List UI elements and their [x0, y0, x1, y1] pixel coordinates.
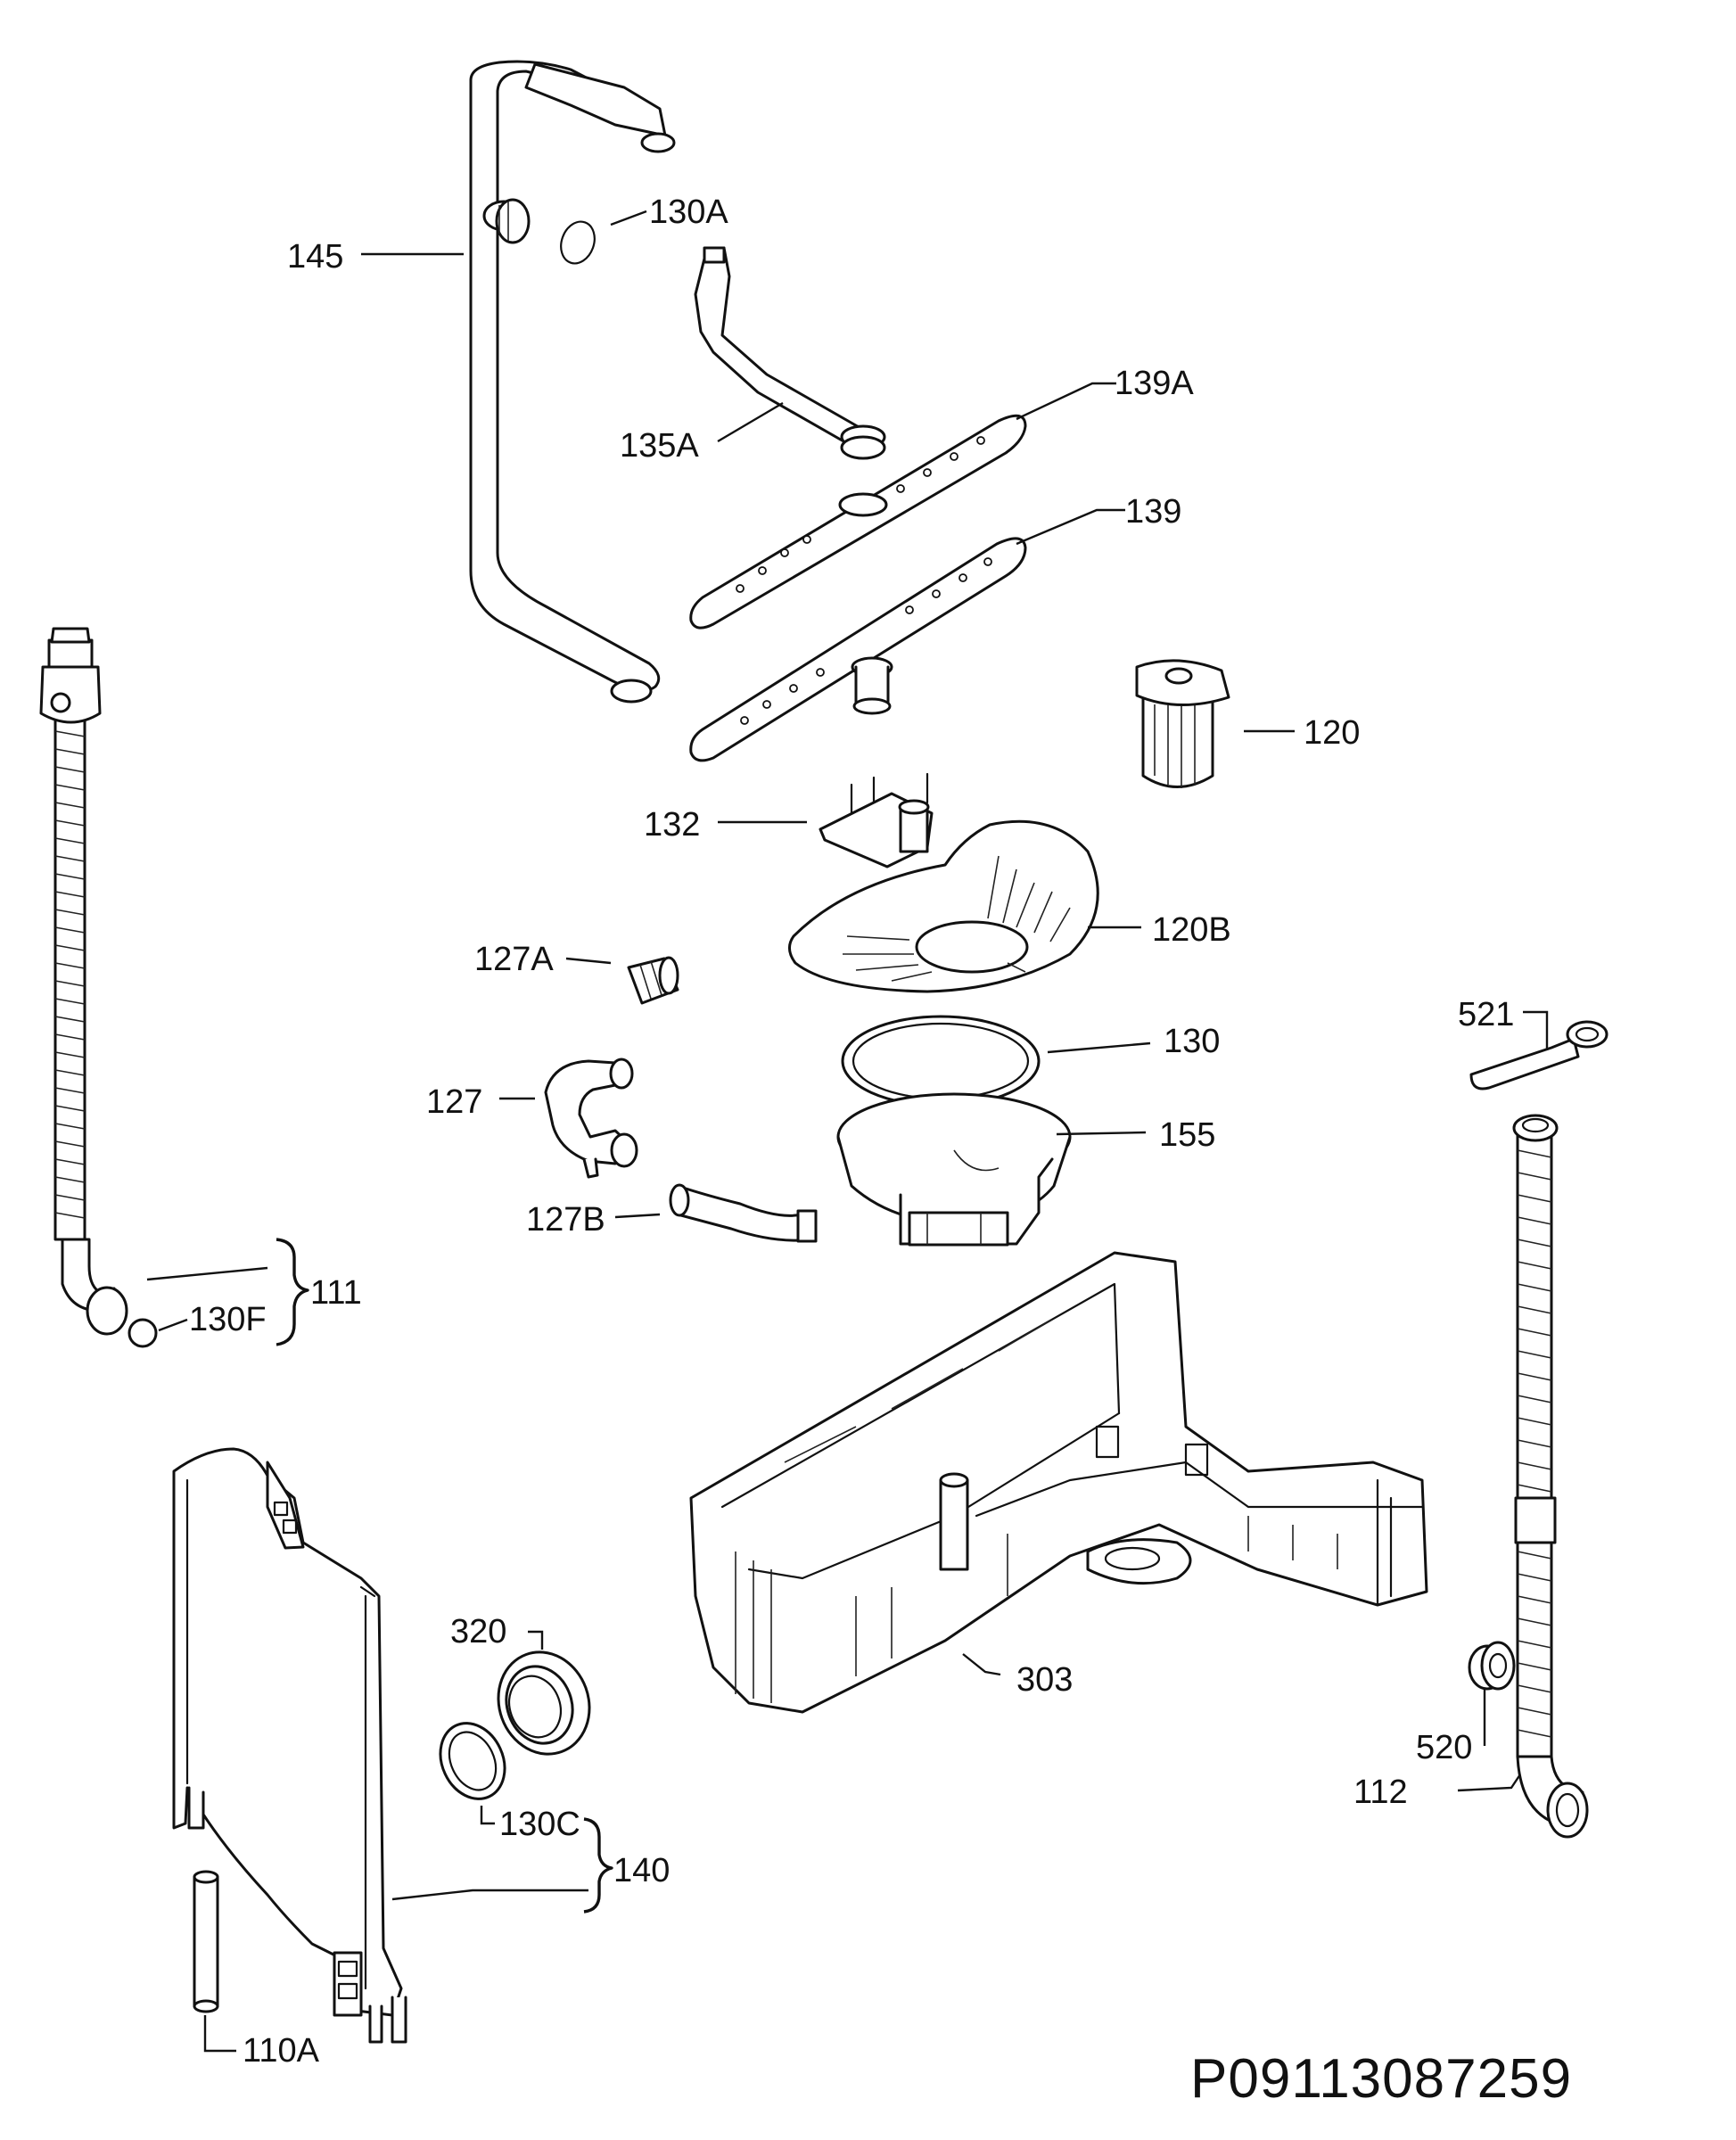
brace-140: [583, 1817, 613, 1914]
part-120-filter: [1135, 659, 1230, 788]
label-521: 521: [1458, 996, 1514, 1033]
label-320: 320: [450, 1613, 506, 1650]
leader-130a: [610, 210, 647, 226]
label-130c: 130C: [499, 1806, 580, 1843]
part-127-elbow-fitting: [544, 1058, 638, 1179]
label-127a: 127A: [474, 941, 554, 978]
part-110a-pin: [193, 1870, 219, 2013]
leader-127a: [565, 957, 612, 965]
part-135a-arm-bracket: [694, 246, 886, 460]
label-139a: 139A: [1115, 365, 1194, 402]
leader-111a: [146, 1266, 268, 1281]
part-132-sensor-bracket: [819, 772, 934, 868]
label-111: 111: [310, 1274, 362, 1312]
part-145-spray-tube: [469, 60, 676, 704]
leader-155: [1056, 1131, 1147, 1136]
label-120b: 120B: [1152, 911, 1231, 949]
part-139a-upper-spray-arm: [689, 414, 1027, 630]
leader-139a: [1016, 382, 1116, 421]
part-320-seal-ring: [497, 1650, 591, 1756]
leader-lines: [146, 210, 1549, 2053]
leader-320: [528, 1630, 544, 1650]
brace-111: [276, 1238, 309, 1346]
leader-140: [391, 1889, 588, 1901]
leader-139: [1016, 508, 1125, 546]
part-130-ring-gasket: [841, 1015, 1041, 1107]
leader-127b: [614, 1213, 661, 1219]
part-139-lower-spray-arm: [689, 537, 1027, 762]
label-303: 303: [1016, 1661, 1073, 1699]
part-521-clip: [1469, 1020, 1608, 1091]
part-112-drain-hose: [1512, 1114, 1589, 1839]
leader-130c: [480, 1806, 495, 1825]
leader-303: [962, 1653, 1001, 1676]
leader-130f: [158, 1318, 188, 1332]
label-130: 130: [1164, 1023, 1220, 1060]
label-132: 132: [644, 806, 700, 844]
drawing-code: P09113087259: [1190, 2048, 1572, 2110]
leader-135a: [717, 401, 784, 443]
label-135a: 135A: [620, 427, 699, 465]
part-520-hose-fitting: [1468, 1641, 1516, 1691]
label-139: 139: [1125, 493, 1181, 531]
leader-521: [1523, 1010, 1549, 1050]
part-140-side-housing: [172, 1447, 407, 2044]
label-110a: 110A: [243, 2032, 320, 2070]
part-111-inlet-hose: [39, 627, 158, 1348]
part-155-sump: [836, 1092, 1072, 1247]
part-130c-gasket-ring: [439, 1722, 506, 1800]
label-130a: 130A: [649, 193, 728, 231]
part-labels: 145 130A 135A 139A 139 120 132 120B 127A…: [189, 193, 1514, 2070]
label-520: 520: [1416, 1729, 1472, 1766]
part-127b-hose: [669, 1183, 818, 1243]
leader-110a: [203, 2015, 236, 2053]
leader-112: [1457, 1774, 1521, 1792]
part-127a-connector: [627, 956, 679, 1005]
label-155: 155: [1159, 1116, 1215, 1154]
label-130f: 130F: [189, 1301, 267, 1338]
label-120: 120: [1304, 714, 1360, 752]
label-127b: 127B: [526, 1201, 605, 1239]
part-303-base-tray: [689, 1251, 1428, 1714]
leader-130: [1047, 1041, 1151, 1054]
part-120b-filter-plate: [788, 819, 1099, 993]
label-140: 140: [613, 1852, 670, 1889]
label-127: 127: [426, 1083, 482, 1121]
label-112: 112: [1353, 1774, 1408, 1811]
label-145: 145: [287, 238, 343, 276]
part-130a-o-ring: [560, 220, 596, 265]
